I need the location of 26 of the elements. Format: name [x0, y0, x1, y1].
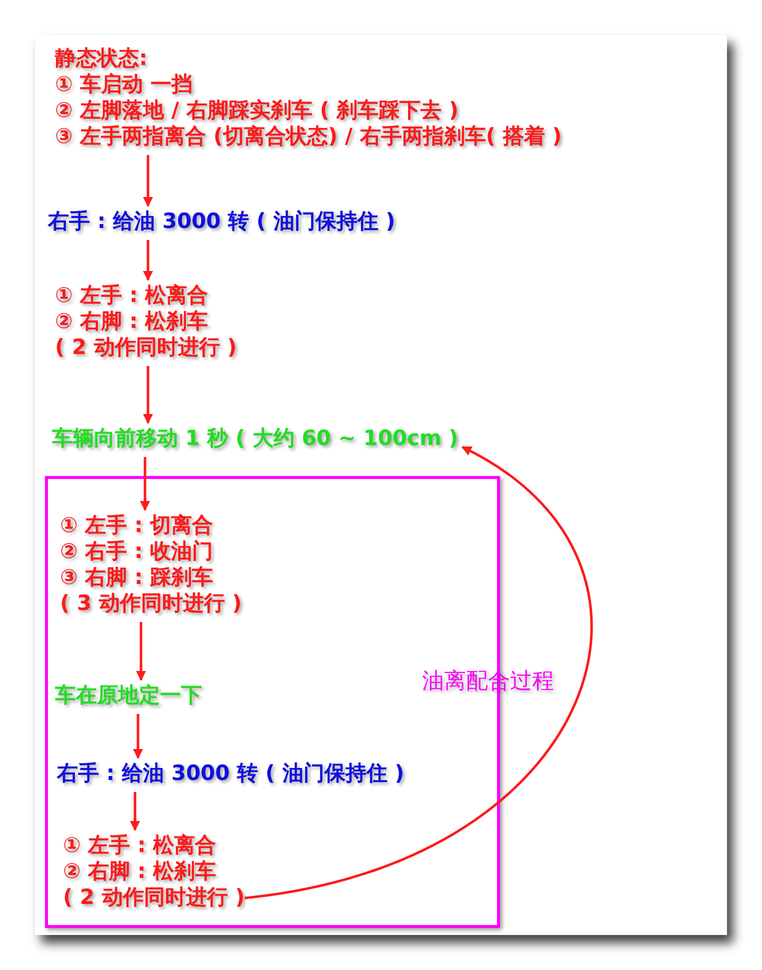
step-text: ② 右脚 : 松刹车	[55, 308, 210, 334]
step-text: ( 2 动作同时进行 )	[55, 334, 237, 360]
start-state-text: ② 左脚落地 / 右脚踩实刹车 ( 刹车踩下去 )	[55, 97, 460, 123]
step-text: ① 左手 : 松离合	[55, 282, 210, 308]
arrow	[136, 622, 146, 681]
arrow	[244, 446, 592, 900]
arrow	[133, 714, 143, 759]
step-text: ( 3 动作同时进行 )	[60, 590, 242, 616]
arrow	[130, 792, 140, 831]
step-text: ③ 右脚 : 踩刹车	[60, 564, 214, 590]
step-text: ( 2 动作同时进行 )	[63, 884, 245, 910]
step-text: ② 右脚 : 松刹车	[63, 858, 218, 884]
start-state-text: ③ 左手两指离合 (切离合状态) / 右手两指刹车( 搭着 )	[55, 123, 562, 149]
arrow	[140, 457, 150, 511]
step-text: ① 左手 : 松离合	[63, 832, 218, 858]
step-text: ② 右手 : 收油门	[60, 538, 214, 564]
step-text: ① 左手 : 切离合	[60, 512, 214, 538]
arrow	[143, 240, 153, 281]
start-state-text: ① 车启动 一挡	[55, 71, 194, 97]
step-text: 右手 : 给油 3000 转 ( 油门保持住 )	[48, 208, 396, 234]
result-text: 车辆向前移动 1 秒 ( 大约 60 ~ 100cm )	[52, 425, 458, 451]
step-text: 右手 : 给油 3000 转 ( 油门保持住 )	[57, 760, 404, 786]
arrow	[143, 155, 153, 207]
start-state-text: 静态状态:	[55, 45, 148, 71]
arrow	[143, 366, 153, 424]
result-text: 车在原地定一下	[55, 682, 202, 708]
